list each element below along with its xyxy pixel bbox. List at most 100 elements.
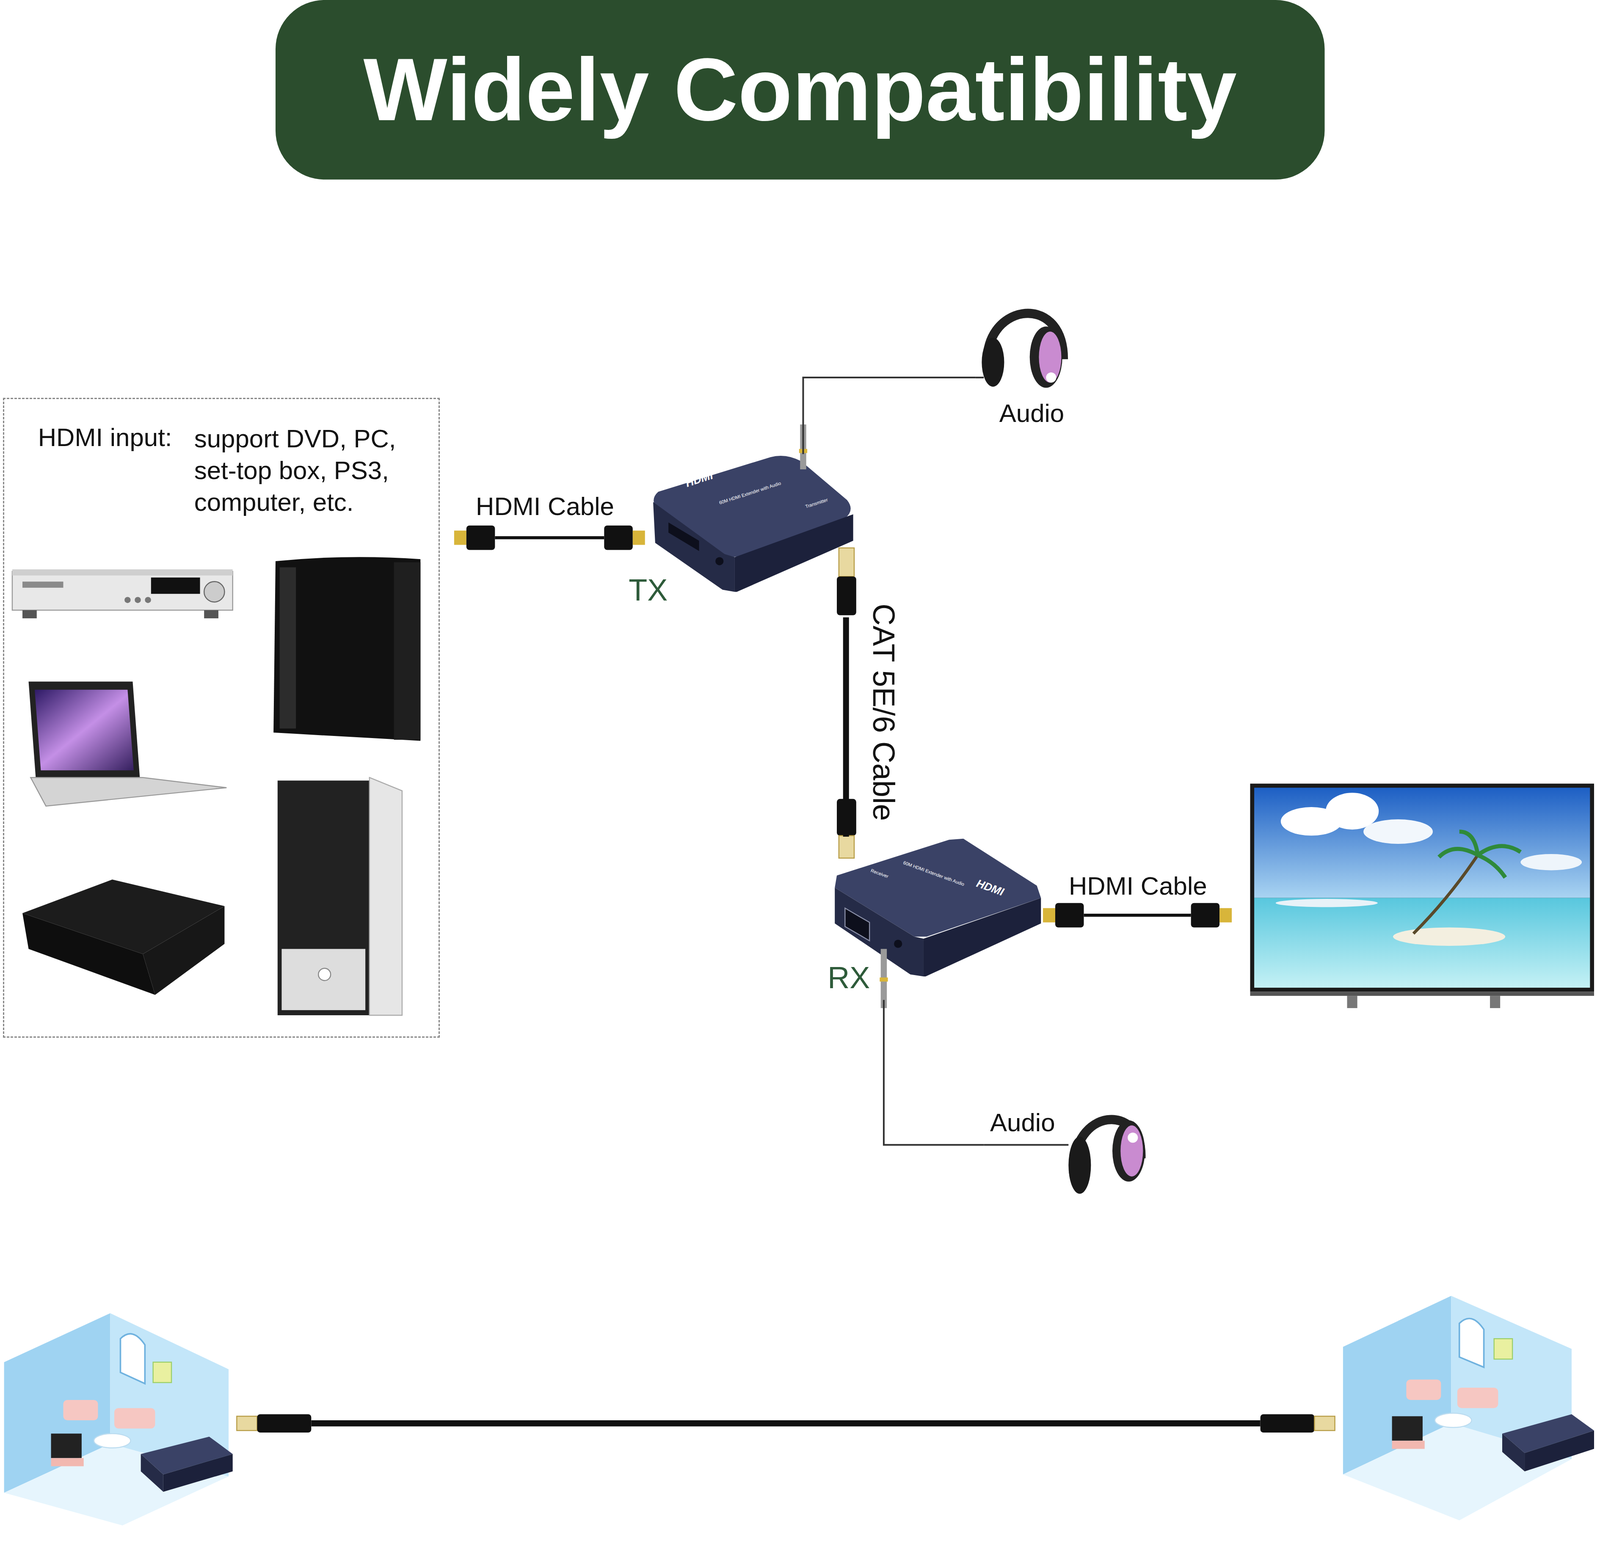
hdmi-tip [632,530,646,546]
dvd-button [124,596,131,603]
rj45-boot [836,576,857,616]
panel-heading: HDMI input: [38,422,173,453]
audio-wire [883,1000,984,1145]
room-tv [1392,1416,1423,1441]
device-label: RX [827,960,870,996]
laptop-bezel [28,681,141,778]
tv-sky [1254,787,1590,898]
tv-stand [1249,991,1595,996]
hdmi-tip [1042,908,1056,923]
room-sofa [114,1408,155,1429]
tv-sea [1254,898,1590,988]
dvd-foot [22,610,37,619]
rj45-port [844,908,870,941]
pc-side [369,777,403,1016]
hdmi-tip [1219,908,1232,923]
headphone-pad [1120,1125,1143,1177]
room-cabinet [1392,1440,1425,1449]
title-banner [275,0,1325,180]
device-print: Receiver [870,867,890,880]
network-cable [843,617,850,837]
room-picture [153,1362,172,1383]
headphone-pad [1038,331,1062,384]
audio-port [893,940,903,949]
input-panel: HDMI input:support DVD, PC, set-top box,… [2,397,440,1038]
headphone-cup [1068,1136,1091,1195]
hdmi-cable [494,536,605,540]
tv-foot [1489,995,1501,1009]
console [273,557,421,741]
dvd-button [134,596,141,603]
dvd-top [12,569,233,576]
headphone-logo [1045,372,1057,383]
power-port [715,557,724,566]
room-table [1434,1413,1472,1428]
tx-side-face [734,514,854,592]
device-label: TX [628,572,668,608]
hdmi-plug [604,525,633,551]
room-table [93,1433,131,1449]
audio-jack-ring [879,977,888,983]
room-tv [51,1433,82,1459]
headphones: Audio [975,300,1072,431]
device-print: Transmitter [804,496,829,510]
transmitter-device: HDMI60M HDMI Extender with AudioTransmit… [624,454,858,618]
rj45-boot [1260,1414,1315,1433]
rj45-boot [257,1414,312,1433]
headphone-cup [981,337,1005,387]
audio-wire [975,376,984,379]
cloud [1520,854,1582,871]
edge-label: CAT 5E/6 Cable [866,603,902,822]
hdmi-plug [1055,903,1085,928]
rx-side-face [923,898,1041,977]
room-cabinet [51,1458,84,1467]
laptop-base [30,777,227,807]
room-window [1459,1318,1485,1368]
palm-leaf [1477,846,1521,856]
mini-device [140,1454,164,1493]
cable-label: HDMI Cable [475,491,615,521]
rj45-tip [236,1416,257,1431]
rj45-tip [838,548,855,577]
room-picture [1494,1338,1513,1360]
dvd-tray [22,581,64,588]
device-print: 60M HDMI Extender with Audio [902,860,966,888]
device-print: 60M HDMI Extender with Audio [718,480,782,506]
room-sofa [63,1400,98,1421]
room-sofa [1406,1379,1441,1401]
settop-side [143,906,225,996]
pc-button [318,968,331,981]
mini-device [1524,1430,1595,1472]
dvd-player [12,571,233,611]
hdmi-cable [1083,913,1191,917]
rj45-tip [838,835,855,859]
room-sofa [1457,1387,1498,1409]
headphone-cup [1112,1120,1145,1182]
pc-lower [281,948,366,1011]
island [1393,927,1506,947]
console-side [394,562,421,740]
headphones: Audio [983,1106,1150,1209]
network-cable [311,1420,1261,1427]
tv-frame [1249,783,1595,993]
laptop-screen [34,689,134,771]
headphone-cup [1029,326,1063,389]
hdmi-plug [1191,903,1220,928]
cloud [1325,792,1379,830]
device-label: Audio [990,1108,1055,1138]
cable-label: HDMI Cable [1068,871,1208,901]
tv-foot [1347,995,1358,1009]
hdmi-plug [466,525,496,551]
hdmi-port [668,522,699,552]
device-label: Audio [999,398,1065,428]
audio-wire [802,377,976,455]
dvd-button [144,596,151,603]
hdmi-tip [454,530,467,546]
title-text: Widely Compatibility [275,0,1325,180]
rj45-tip [1314,1416,1335,1431]
mini-device [163,1454,233,1493]
cloud [1275,899,1378,908]
